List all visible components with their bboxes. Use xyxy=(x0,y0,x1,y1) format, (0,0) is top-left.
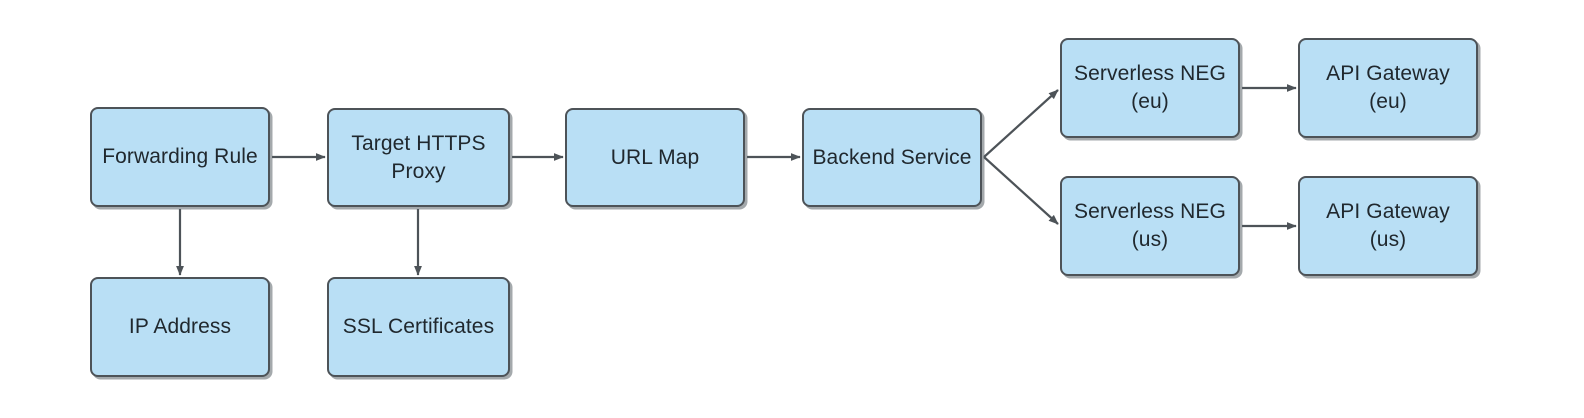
edge-backend-service-to-serverless-neg-eu xyxy=(983,89,1059,158)
node-target-https-proxy[interactable]: Target HTTPS Proxy xyxy=(327,108,510,207)
node-label-api-gateway-us: API Gateway (us) xyxy=(1326,200,1450,251)
edge-backend-service-to-serverless-neg-us xyxy=(983,156,1059,225)
node-label-target-https-proxy: Target HTTPS Proxy xyxy=(351,131,486,183)
node-api-gateway-eu[interactable]: API Gateway (eu) xyxy=(1298,38,1478,138)
node-backend-service[interactable]: Backend Service xyxy=(802,108,982,207)
node-serverless-neg-eu[interactable]: Serverless NEG (eu) xyxy=(1060,38,1240,138)
node-label-serverless-neg-eu: Serverless NEG (eu) xyxy=(1074,62,1226,113)
node-label-forwarding-rule: Forwarding Rule xyxy=(102,145,258,169)
node-label-api-gateway-eu: API Gateway (eu) xyxy=(1326,62,1450,113)
node-api-gateway-us[interactable]: API Gateway (us) xyxy=(1298,176,1478,276)
node-label-serverless-neg-us: Serverless NEG (us) xyxy=(1074,200,1226,251)
node-label-backend-service: Backend Service xyxy=(812,145,972,169)
node-serverless-neg-us[interactable]: Serverless NEG (us) xyxy=(1060,176,1240,276)
node-ip-address[interactable]: IP Address xyxy=(90,277,270,377)
node-ssl-certificates[interactable]: SSL Certificates xyxy=(327,277,510,377)
node-url-map[interactable]: URL Map xyxy=(565,108,745,207)
node-label-ssl-certificates: SSL Certificates xyxy=(342,315,495,339)
node-label-ip-address: IP Address xyxy=(128,315,232,339)
node-forwarding-rule[interactable]: Forwarding Rule xyxy=(90,107,270,207)
node-label-url-map: URL Map xyxy=(610,145,700,169)
